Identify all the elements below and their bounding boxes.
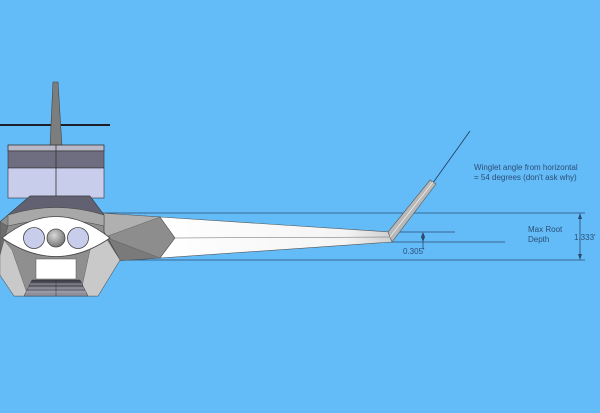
tip-offset-value: 0.305'	[403, 247, 425, 256]
canopy	[7, 144, 105, 199]
max-root-depth-value: 1.333'	[574, 233, 596, 242]
max-root-line1: Max Root	[528, 225, 563, 234]
max-root-depth-label: Max Root Depth	[528, 225, 562, 245]
left-port-circle	[23, 227, 45, 249]
winglet-leader-line	[429, 130, 471, 188]
dimension-arrows	[421, 213, 582, 260]
winglet	[387, 179, 437, 243]
lower-intake	[35, 258, 77, 280]
right-port-circle	[67, 227, 89, 249]
winglet-note-line2: = 54 degrees (don't ask why)	[474, 173, 577, 182]
wing	[99, 212, 393, 263]
exhaust-grille	[23, 279, 89, 297]
max-root-line2: Depth	[528, 235, 550, 244]
center-sphere	[46, 228, 66, 248]
winglet-angle-note: Winglet angle from horizontal = 54 degre…	[474, 163, 578, 183]
vertical-tail	[49, 81, 63, 148]
winglet-note-line1: Winglet angle from horizontal	[474, 163, 578, 172]
